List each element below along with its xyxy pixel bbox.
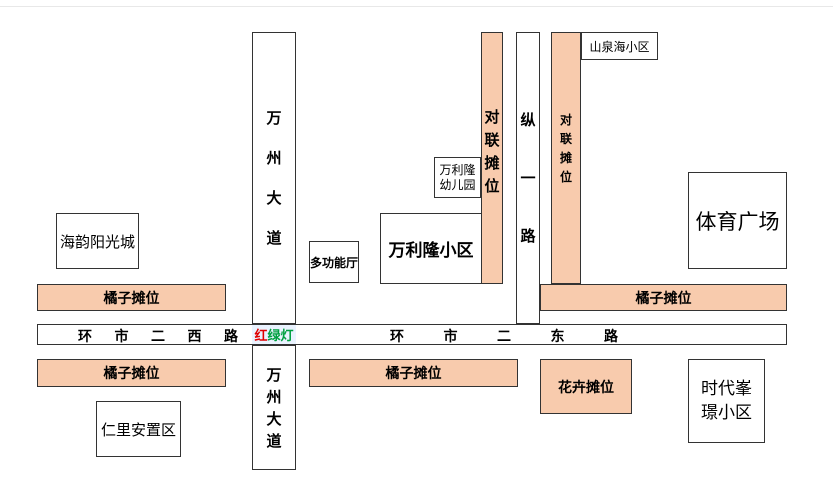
huanshi-west-road-char: 路 (224, 329, 238, 345)
tiyu-square-label: 体育广场 (695, 209, 780, 234)
huanshi-road: 环市二西路 环市二东路 (37, 324, 787, 345)
couplet-stall-right: 对联摊位 (551, 32, 581, 284)
traffic-light-green: 绿灯 (267, 329, 294, 344)
wanlilong-kindergarten-label-2: 幼儿园 (439, 177, 476, 192)
orange-stall-west-upper: 橘子摊位 (37, 284, 226, 311)
flower-stall: 花卉摊位 (540, 359, 632, 414)
huanshi-east-road-char: 市 (443, 329, 458, 345)
wanlilong-kindergarten-label-1: 万利隆 (439, 162, 476, 177)
wanzhou-road-upper-label: 万州大道 (266, 98, 281, 258)
huanshi-west-road-char: 环 (78, 329, 92, 345)
shanquanhai-community: 山泉海小区 (581, 32, 658, 60)
huanshi-west-road-char: 西 (187, 329, 202, 345)
huanshi-west-road-char: 二 (151, 329, 165, 345)
huanshi-west-road-char: 市 (114, 329, 129, 345)
orange-stall-mid-lower: 橘子摊位 (309, 359, 518, 387)
multifunction-hall: 多功能厅 (309, 241, 359, 283)
wanlilong-community-label: 万利隆小区 (388, 241, 474, 261)
couplet-stall-left: 对联摊位 (481, 32, 503, 284)
huanshi-east-road-char: 环 (390, 329, 404, 345)
top-rule (0, 6, 833, 7)
wanlilong-community: 万利隆小区 (380, 213, 482, 284)
wanzhou-road-upper: 万州大道 (252, 32, 296, 324)
orange-stall-west-upper-label: 橘子摊位 (103, 290, 160, 307)
zongyi-road-char: 一 (520, 169, 536, 187)
renli-resettlement: 仁里安置区 (96, 401, 181, 457)
renli-resettlement-label: 仁里安置区 (100, 420, 176, 439)
wanzhou-road-upper-char: 大 (266, 189, 282, 207)
orange-stall-east-upper: 橘子摊位 (540, 284, 787, 311)
orange-stall-west-lower-label: 橘子摊位 (103, 366, 160, 382)
shidai-community: 时代峯 璟小区 (688, 359, 765, 443)
orange-stall-mid-lower-label: 橘子摊位 (385, 366, 442, 382)
couplet-stall-right-char: 对 (559, 113, 572, 127)
wanzhou-road-upper-char: 万 (266, 109, 282, 127)
huanshi-west-road-label: 环市二西路 (78, 326, 238, 345)
wanzhou-road-lower-label: 万州大道 (266, 364, 281, 452)
couplet-stall-left-char: 对 (484, 108, 500, 126)
haiyun-community: 海韵阳光城 (56, 213, 139, 269)
wanzhou-road-lower-char: 道 (266, 431, 282, 450)
flower-stall-label: 花卉摊位 (558, 379, 614, 396)
couplet-stall-left-label: 对联摊位 (484, 106, 499, 198)
huanshi-east-road-char: 路 (604, 329, 618, 345)
multifunction-hall-label: 多功能厅 (310, 255, 359, 270)
zongyi-road: 纵一路 (516, 32, 540, 324)
zongyi-road-char: 纵 (520, 111, 536, 129)
shidai-community-label-2: 璟小区 (701, 403, 752, 423)
huanshi-east-road-char: 二 (497, 329, 511, 345)
couplet-stall-right-char: 联 (559, 132, 572, 146)
traffic-light-red: 红 (254, 329, 268, 344)
huanshi-east-road-char: 东 (550, 329, 565, 345)
couplet-stall-left-char: 摊 (484, 154, 500, 172)
orange-stall-west-lower: 橘子摊位 (37, 359, 226, 387)
wanzhou-road-upper-char: 道 (266, 229, 282, 247)
huanshi-east-road-label: 环市二东路 (390, 326, 618, 345)
tiyu-square: 体育广场 (688, 172, 787, 269)
zongyi-road-label: 纵一路 (520, 91, 535, 265)
wanzhou-road-lower-char: 大 (266, 409, 282, 428)
shanquanhai-community-label: 山泉海小区 (589, 39, 650, 54)
couplet-stall-right-char: 位 (559, 170, 572, 184)
orange-stall-east-upper-label: 橘子摊位 (635, 290, 692, 307)
couplet-stall-left-char: 联 (484, 131, 500, 149)
wanzhou-road-upper-char: 州 (266, 149, 282, 167)
wanzhou-road-lower-char: 州 (266, 387, 282, 406)
wanlilong-kindergarten: 万利隆 幼儿园 (434, 157, 481, 198)
traffic-light: 红绿灯 (252, 325, 296, 344)
shidai-community-label-1: 时代峯 (701, 379, 752, 399)
couplet-stall-right-label: 对联摊位 (560, 111, 572, 187)
couplet-stall-left-char: 位 (484, 177, 500, 195)
couplet-stall-right-char: 摊 (559, 151, 572, 165)
haiyun-community-label: 海韵阳光城 (59, 232, 135, 251)
wanzhou-road-lower: 万州大道 (252, 345, 296, 470)
zongyi-road-char: 路 (520, 227, 536, 245)
wanzhou-road-lower-char: 万 (266, 365, 282, 384)
